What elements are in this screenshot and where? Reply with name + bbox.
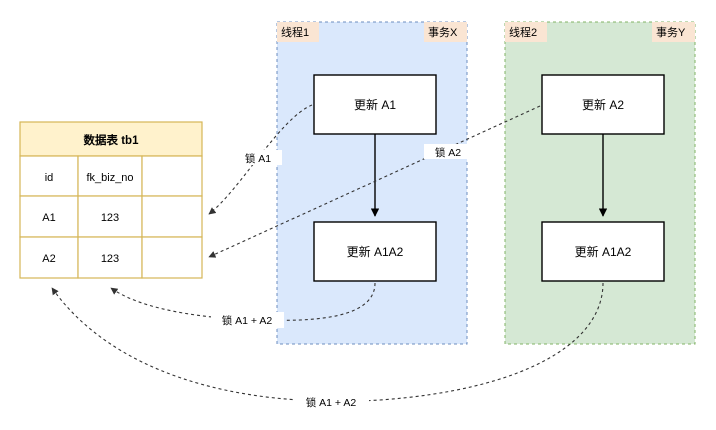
edge-label-lock-a1a2-thread1: 锁 A1 + A2: [211, 312, 284, 328]
process-box-t1-step2-rect: [313, 221, 437, 282]
swimlane-thread2[interactable]: 线程2 事务Y: [504, 21, 696, 345]
swimlane-thread1-label-bg: [277, 22, 319, 42]
lock-arrow-a2: [208, 105, 541, 258]
swimlane-thread1-label: 线程1: [281, 25, 309, 39]
table-cell-r1c0-label: A2: [42, 253, 55, 265]
table-row[interactable]: A2 123: [19, 236, 203, 279]
swimlane-thread2-txn-label: 事务Y: [656, 26, 686, 39]
swimlane-thread2-txn-bg: [652, 22, 695, 42]
process-box-t2-step1[interactable]: 更新 A2: [541, 74, 665, 135]
table-header-cell: [19, 121, 203, 157]
process-box-t1-step1-rect: [313, 74, 437, 135]
table-cell-r0c1-label: 123: [101, 212, 119, 224]
table-tb1[interactable]: 数据表 tb1 id fk_biz_no A1 123 A2: [19, 121, 203, 279]
table-row[interactable]: A1 123: [19, 195, 203, 238]
table-col-header-fkbizno: [77, 155, 143, 197]
swimlane-thread2-label-bg: [505, 22, 547, 42]
edge-label-lock-a2: 锁 A2: [424, 144, 472, 159]
table-header-title: 数据表 tb1: [84, 133, 140, 147]
process-box-t1-step1-label: 更新 A1: [354, 97, 396, 112]
swimlane-thread1-txn-bg: [424, 22, 467, 42]
table-cell-r1c2: [141, 236, 203, 279]
table-cell-r0c0-label: A1: [42, 212, 55, 224]
process-box-t2-step1-rect: [541, 74, 665, 135]
edge-label-lock-a1-bg: [234, 150, 282, 165]
process-box-t1-step1[interactable]: 更新 A1: [313, 74, 437, 135]
process-box-t1-step2[interactable]: 更新 A1A2: [313, 221, 437, 282]
table-col-header-fkbizno-label: fk_biz_no: [86, 172, 133, 184]
edge-label-lock-a2-text: 锁 A2: [435, 146, 461, 159]
table-col-header-id-label: id: [45, 172, 54, 184]
swimlane-thread2-body: [504, 21, 696, 345]
table-cell-r0c2: [141, 195, 203, 238]
lock-arrow-a1a2-thread1: [110, 282, 376, 321]
process-box-t1-step2-label: 更新 A1A2: [347, 244, 404, 259]
edge-label-lock-a1: 锁 A1: [234, 150, 282, 165]
edge-label-lock-a1a2-thread1-bg: [211, 312, 284, 328]
edge-label-lock-a1a2-thread1-text: 锁 A1 + A2: [222, 314, 273, 327]
process-box-t2-step2[interactable]: 更新 A1A2: [541, 221, 665, 282]
table-cell-r1c1: [77, 236, 143, 279]
edge-label-lock-a1-text: 锁 A1: [245, 152, 271, 165]
swimlane-thread2-label: 线程2: [509, 25, 537, 39]
process-box-t2-step1-label: 更新 A2: [582, 97, 624, 112]
process-box-t2-step2-rect: [541, 221, 665, 282]
table-cell-r1c1-label: 123: [101, 253, 119, 265]
table-cell-r0c1: [77, 195, 143, 238]
swimlane-thread1-txn-label: 事务X: [428, 26, 458, 39]
edge-label-lock-a1a2-thread2: 锁 A1 + A2: [294, 394, 369, 410]
edge-label-lock-a1a2-thread2-text: 锁 A1 + A2: [306, 396, 357, 409]
edge-label-lock-a2-bg: [424, 144, 472, 159]
table-col-header-blank: [141, 155, 203, 197]
edge-label-lock-a1a2-thread2-bg: [294, 394, 369, 410]
lock-arrow-a1a2-thread2: [51, 282, 604, 402]
process-box-t2-step2-label: 更新 A1A2: [575, 244, 632, 259]
